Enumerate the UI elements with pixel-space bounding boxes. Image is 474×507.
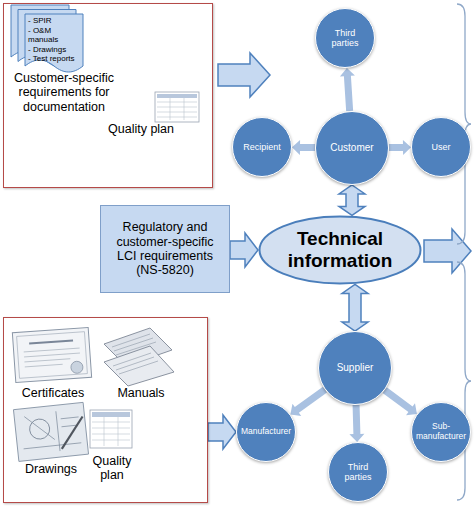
ellipse-label: Technical information	[275, 228, 405, 272]
quality-plan-icon	[90, 410, 132, 448]
circle-label: User	[414, 142, 468, 152]
double-block-arrow	[342, 284, 368, 331]
panel-caption: Quality plan	[108, 122, 188, 136]
flow-arrow	[340, 68, 355, 111]
party-circle: Recipient	[232, 117, 292, 177]
document-item: - O&M manuals	[28, 26, 82, 45]
form-lines	[157, 98, 197, 120]
icon-caption: Drawings	[10, 462, 92, 476]
certificate-icon	[12, 327, 91, 382]
documents-panel: CertificatesManualsDrawingsQuality plan	[3, 317, 208, 503]
drawing-line	[29, 418, 51, 440]
party-circle: User	[411, 117, 471, 177]
flow-arrow	[349, 405, 364, 442]
icon-caption: Certificates	[10, 386, 96, 400]
certificate-heading	[29, 340, 73, 343]
circle-label: Third parties	[337, 462, 379, 483]
certificate-frame	[17, 332, 88, 379]
circle-label: Manufacturer	[237, 427, 295, 437]
form-lines	[92, 417, 130, 446]
form-header	[157, 94, 197, 98]
central-ellipse: Technical information	[258, 215, 422, 285]
connectors	[208, 68, 417, 449]
manuals-icon	[104, 328, 174, 386]
form-sheet	[90, 410, 132, 448]
block-arrow	[218, 53, 270, 97]
document-page	[25, 14, 83, 72]
document-item: - SPIR	[28, 16, 82, 26]
circle-label: Sub-manufacturer	[412, 422, 470, 442]
quality-plan-icon	[155, 92, 199, 122]
party-circle: Customer	[315, 111, 389, 185]
document-item: - Drawings	[28, 45, 82, 55]
drawing-sheet	[13, 402, 88, 461]
circle-label: Supplier	[324, 362, 386, 374]
certificate-sheet	[12, 327, 91, 382]
icon-caption: Quality plan	[84, 454, 140, 483]
requirements-panel: Customer-specific requirements for docum…	[3, 3, 213, 188]
flow-arrow	[290, 387, 327, 416]
party-circle: Sub-manufacturer	[411, 402, 471, 462]
ellipse-shape	[260, 217, 421, 284]
flow-arrow	[383, 387, 417, 415]
panel-caption: Customer-specific requirements for docum…	[6, 71, 122, 114]
party-circle: Manufacturer	[236, 402, 296, 462]
box-label: Regulatory and customer-specific LCI req…	[106, 220, 224, 278]
party-circle: Third parties	[328, 442, 388, 502]
circle-label: Third parties	[324, 28, 366, 49]
flow-arrow	[292, 140, 315, 155]
form-sheet	[155, 92, 199, 122]
document-item: - Test reports	[28, 54, 82, 64]
requirements-box: Regulatory and customer-specific LCI req…	[100, 205, 230, 293]
document-stack: - SPIR- O&M manuals- Drawings- Test repo…	[10, 4, 86, 76]
party-circle: Supplier	[318, 331, 392, 405]
block-arrow	[208, 415, 236, 449]
manual-booklet	[104, 346, 174, 386]
circle-label: Customer	[321, 142, 383, 154]
drawings-icon	[13, 402, 88, 461]
party-circle: Third parties	[315, 8, 375, 68]
double-block-arrow	[339, 185, 365, 215]
block-arrow	[230, 233, 258, 267]
manual-lines	[112, 334, 158, 374]
icon-caption: Manuals	[98, 386, 184, 400]
form-header	[92, 412, 130, 417]
pencil	[59, 417, 86, 449]
flow-arrow	[389, 140, 411, 155]
circle-label: Recipient	[235, 142, 289, 152]
certificate-seal	[71, 361, 84, 374]
group-brace	[457, 262, 471, 500]
